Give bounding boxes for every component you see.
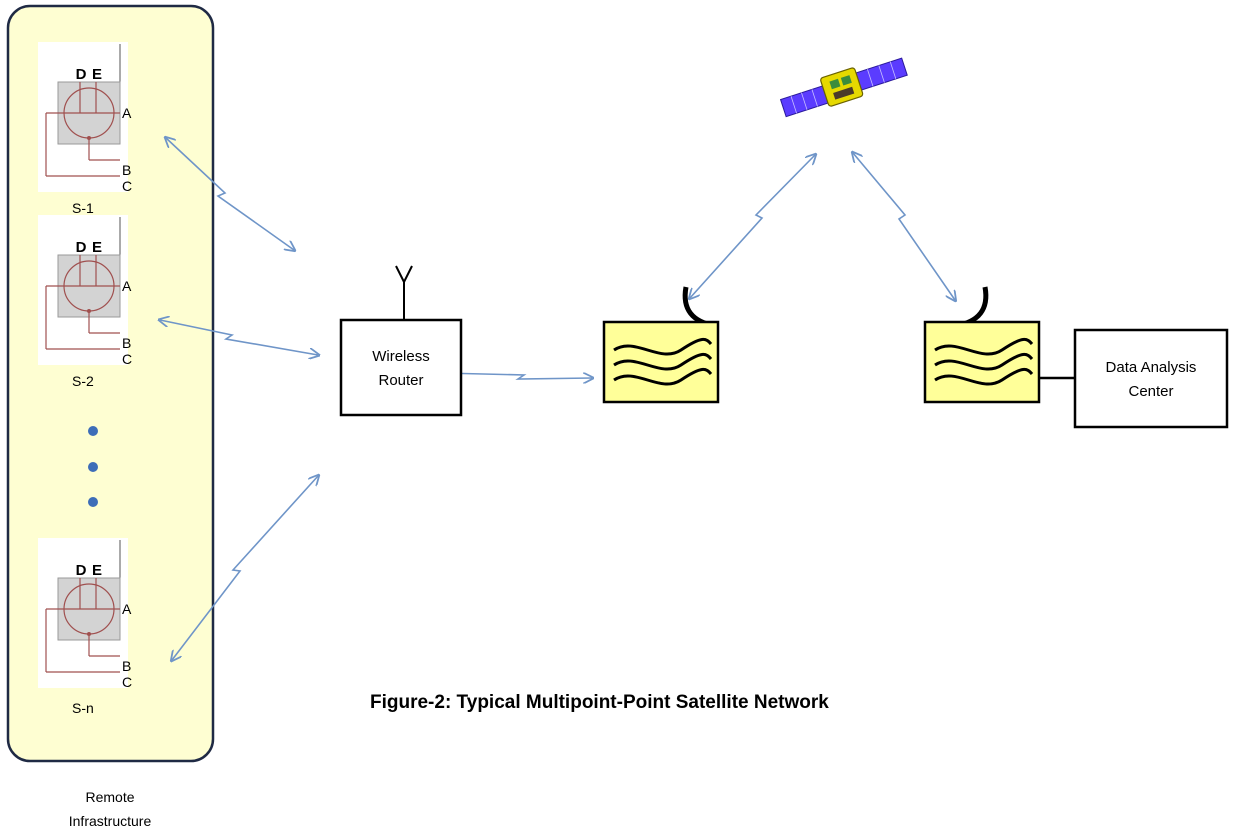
- sensor-s2-pin-c: C: [122, 351, 132, 367]
- remote-infrastructure-label-line1: Remote: [85, 789, 134, 805]
- wireless-router: Wireless Router: [339, 265, 463, 417]
- sensor-sn-pin-e: E: [92, 562, 102, 579]
- sensor-sn-label: S-n: [72, 700, 94, 716]
- link-arrow-satellite-station: [853, 153, 955, 300]
- link-arrow-s1-router: [166, 138, 294, 250]
- sensor-sn-pin-c: C: [122, 674, 132, 690]
- sensor-s2-label: S-2: [72, 373, 94, 389]
- figure-caption: Figure-2: Typical Multipoint-Point Satel…: [370, 692, 829, 713]
- signal-wave-icon: [934, 338, 1034, 356]
- dish-antenna-icon: [682, 286, 717, 329]
- sensor-sn-pin-d: D: [76, 562, 87, 579]
- analysis-center-label-line1: Data Analysis: [1106, 359, 1197, 376]
- analysis-center-label-line2: Center: [1128, 383, 1173, 400]
- sensor-s2-pin-b: B: [122, 335, 131, 351]
- sensor-s2: D E A B C: [37, 214, 132, 367]
- ellipsis-dot: [88, 462, 98, 472]
- ground-station-left: [602, 286, 720, 404]
- sensor-s2-pin-e: E: [92, 239, 102, 256]
- sensor-sn-pin-b: B: [122, 658, 131, 674]
- router-label-line2: Router: [378, 372, 423, 389]
- router-label-line1: Wireless: [372, 348, 430, 365]
- sensor-sn-pin-a: A: [122, 601, 132, 617]
- link-arrow-s2-router: [160, 320, 318, 355]
- ellipsis-dot: [88, 497, 98, 507]
- link-arrow-station-satellite: [690, 155, 815, 298]
- sensor-s1-pin-e: E: [92, 66, 102, 83]
- signal-wave-icon: [613, 338, 713, 356]
- dish-antenna-icon: [954, 286, 989, 329]
- remote-infrastructure-label-line2: Infrastructure: [69, 813, 152, 829]
- sensor-s1-pin-a: A: [122, 105, 132, 121]
- ellipsis-dot: [88, 426, 98, 436]
- sensor-s1-pin-c: C: [122, 178, 132, 194]
- link-arrow-sn-router: [172, 476, 318, 660]
- data-analysis-center: Data Analysis Center: [1073, 328, 1229, 429]
- sensor-s2-pin-d: D: [76, 239, 87, 256]
- sensor-s1: D E A B C: [37, 41, 132, 194]
- sensor-s2-pin-a: A: [122, 278, 132, 294]
- link-arrow-router-station: [442, 373, 592, 379]
- sensor-s1-pin-d: D: [76, 66, 87, 83]
- sensor-s1-label: S-1: [72, 200, 94, 216]
- satellite-icon: [779, 57, 908, 118]
- ground-station-right: [923, 286, 1041, 404]
- sensor-sn: D E A B C: [37, 537, 132, 690]
- sensor-s1-pin-b: B: [122, 162, 131, 178]
